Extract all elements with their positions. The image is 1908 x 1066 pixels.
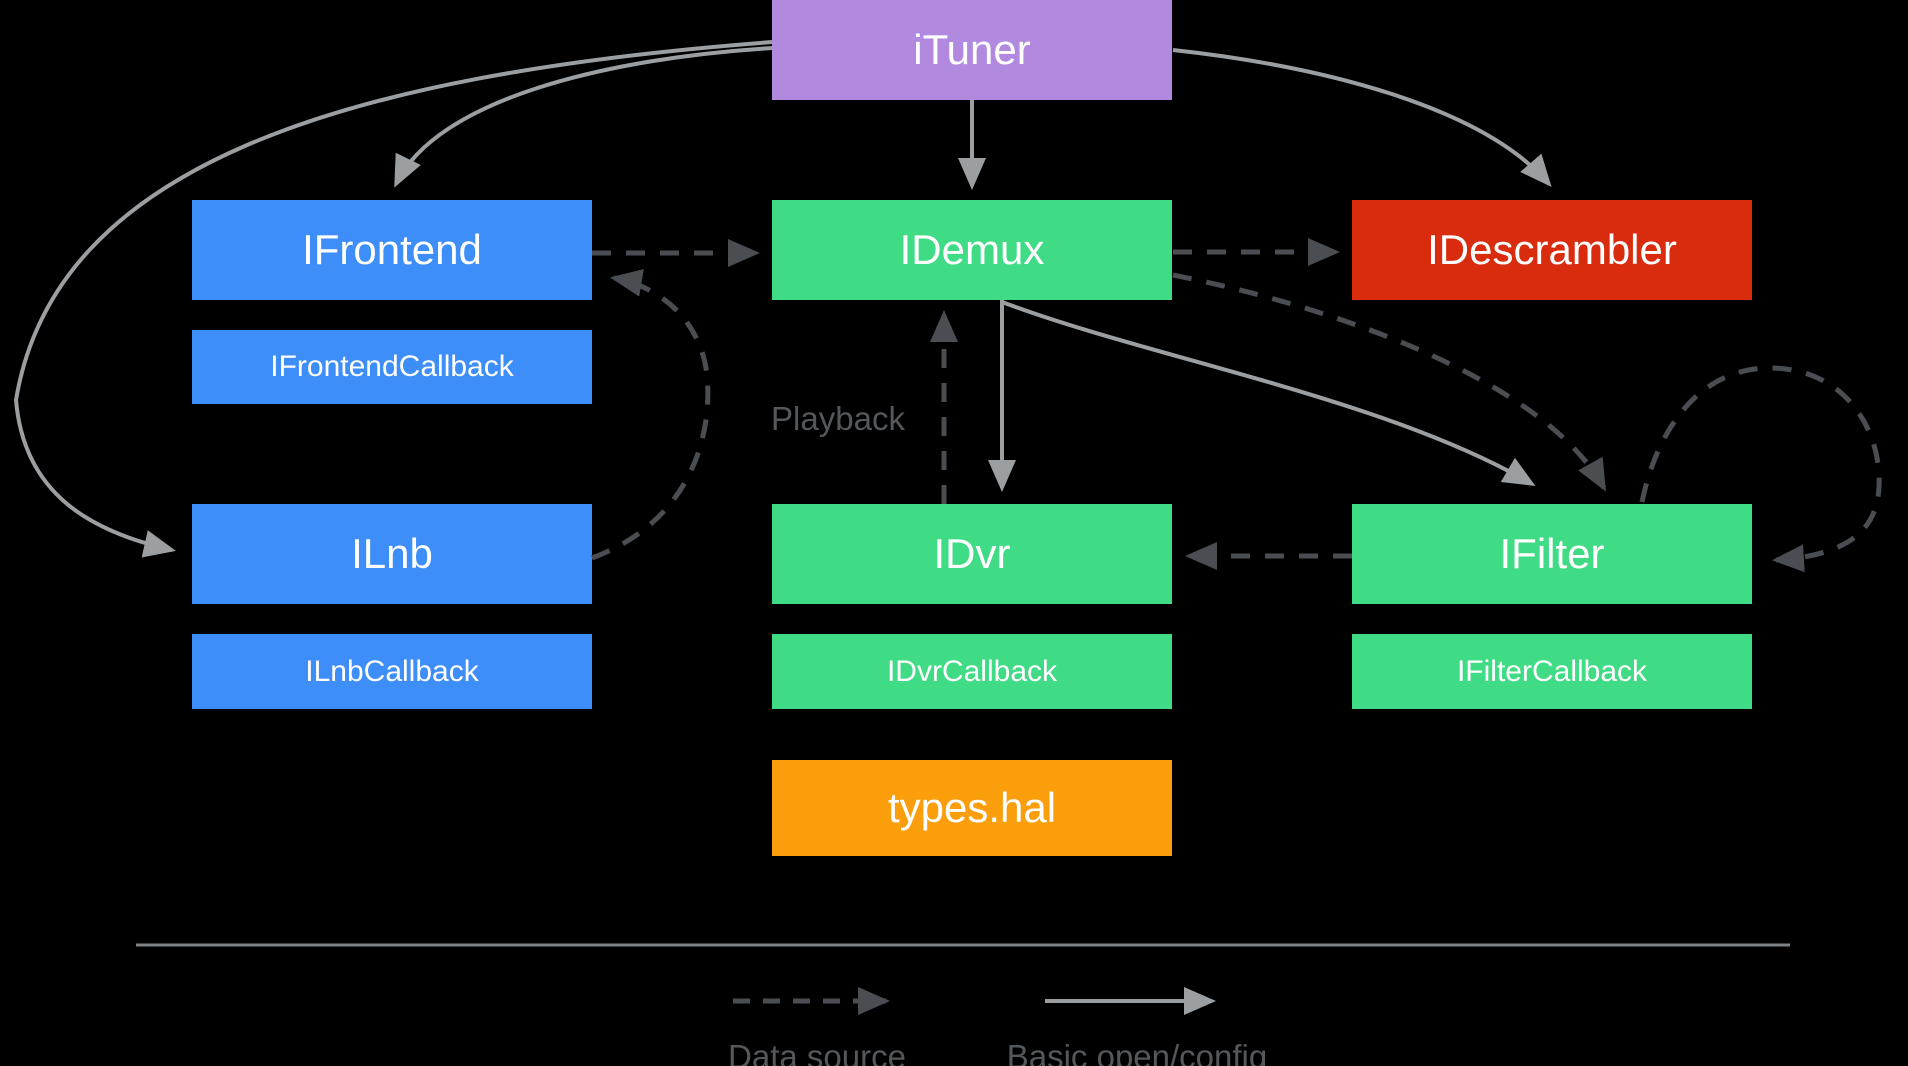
node-idvr-callback-label: IDvrCallback [886,654,1058,688]
edge-idemux-ifilter-solid [1001,300,1536,487]
node-ilnb-label: ILnb [351,530,433,577]
node-ifrontend-callback-label: IFrontendCallback [270,350,514,383]
node-idescrambler: IDescrambler [1352,200,1752,300]
node-idemux-label: IDemux [899,226,1045,273]
node-ifilter-label: IFilter [1499,530,1605,577]
edge-idemux-ifilter-dashed [1172,272,1607,492]
node-ituner: iTuner [772,0,1172,100]
node-ifrontend-callback: IFrontendCallback [192,330,592,404]
node-ifilter-callback: IFilterCallback [1352,634,1752,709]
node-idvr-callback: IDvrCallback [772,634,1172,709]
node-idemux: IDemux [772,200,1172,300]
node-ifrontend: IFrontend [192,200,592,300]
node-idescrambler-label: IDescrambler [1427,226,1677,273]
node-idvr-label: IDvr [933,530,1011,577]
node-ifrontend-label: IFrontend [302,226,482,273]
edge-ilnb-ifrontend-dashed [591,269,711,561]
legend-data-source-label: Data source [728,1038,906,1066]
node-ilnb-callback-label: ILnbCallback [305,654,479,688]
node-types-hal: types.hal [772,760,1172,856]
node-idvr: IDvr [772,504,1172,604]
edge-ituner-idescrambler [1172,48,1552,188]
node-ituner-label: iTuner [913,26,1031,73]
playback-edge-label: Playback [771,400,905,437]
node-ilnb-callback: ILnbCallback [192,634,592,709]
node-ifilter: IFilter [1352,504,1752,604]
node-ifilter-callback-label: IFilterCallback [1456,654,1648,688]
edge-ituner-ifrontend [394,46,773,188]
node-types-hal-label: types.hal [887,784,1057,831]
node-ilnb: ILnb [192,504,592,604]
legend-basic-open-config-label: Basic open/config [1006,1038,1268,1066]
